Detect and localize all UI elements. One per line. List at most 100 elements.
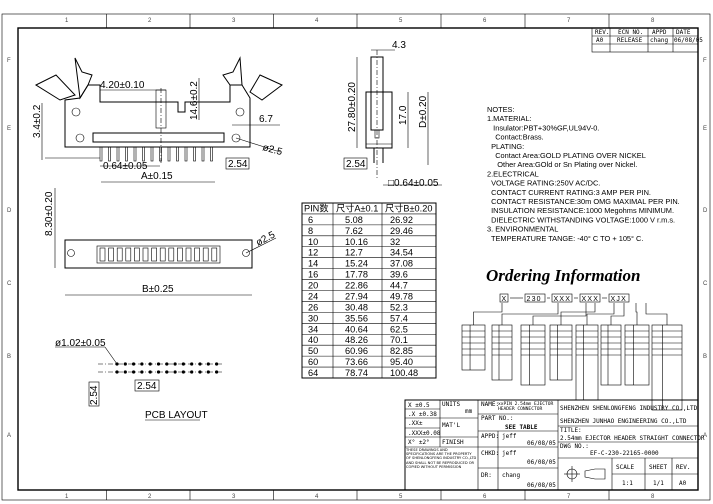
- code-segment: XXX: [554, 296, 572, 303]
- row-marker: C: [703, 281, 708, 287]
- rev-label: REV.: [676, 464, 690, 471]
- pcb-hole: [165, 370, 169, 374]
- pin: [159, 146, 162, 162]
- pin-slot: [125, 247, 132, 262]
- appd-header: APPD: [652, 29, 667, 36]
- table-cell: 78.74: [345, 368, 368, 378]
- pcb-hole: [132, 370, 136, 374]
- dim-0-64-side: □0.64±0.05: [388, 178, 439, 189]
- pin: [193, 146, 196, 162]
- pin-slot: [151, 247, 157, 262]
- row-marker: B: [703, 354, 707, 360]
- row-marker: D: [7, 208, 12, 214]
- dim-8-30: 8.30±0.20: [44, 191, 55, 236]
- dim-14-6: 14.6±0.2: [189, 81, 200, 120]
- pcb-hole: [181, 370, 185, 374]
- dim-0-64: 0.64±0.05: [103, 161, 148, 172]
- column-marker: 7: [567, 494, 571, 500]
- disclaimer: THESE DRAWINGS AND SPECIFICATIONS ARE TH…: [406, 448, 477, 469]
- table-cell: 49.78: [390, 291, 413, 301]
- note-line: DIELECTRIC WITHSTANDING VOLTAGE:1000 V r…: [487, 215, 675, 224]
- leader-line: [473, 303, 503, 318]
- table-cell: 26: [308, 302, 318, 312]
- projection-symbol-icon: [564, 466, 606, 482]
- outer-frame: [1, 13, 711, 501]
- pcb-hole: [206, 362, 210, 366]
- dim-2-54-front: 2.54: [228, 159, 248, 170]
- pin-slot: [99, 247, 106, 262]
- pcb-hole: [132, 362, 136, 366]
- row-marker: A: [703, 433, 707, 439]
- pin: [99, 146, 103, 162]
- part-no-value: SEE TABLE: [505, 424, 538, 431]
- date-value: 06/08/05: [674, 37, 703, 44]
- title-block: X ±0.5 .X ±0.38 .XX± .XXX±0.08 X° ±2° UN…: [404, 399, 705, 491]
- pin: [184, 146, 188, 162]
- table-cell: 5.08: [345, 215, 363, 225]
- pcb-layout-label: PCB LAYOUT: [145, 410, 208, 421]
- part-no-label: PART NO.:: [481, 415, 514, 422]
- pcb-hole: [148, 362, 152, 366]
- table-cell: 60: [308, 357, 318, 367]
- ordering-table: [491, 324, 513, 381]
- units-label: UNITS: [442, 401, 460, 408]
- table-cell: 100.48: [390, 368, 418, 378]
- dim-hole-top: ø2.5: [254, 229, 277, 248]
- code-box: [579, 293, 601, 303]
- table-cell: 52.3: [390, 302, 408, 312]
- pin-slot: [168, 247, 175, 262]
- row-marker: D: [703, 208, 708, 214]
- table-cell: 70.1: [390, 335, 408, 345]
- pin: [116, 146, 120, 162]
- pin: [167, 146, 171, 162]
- table-cell: 39.6: [390, 270, 408, 280]
- pcb-hole: [198, 370, 202, 374]
- table-cell: 30.48: [345, 302, 368, 312]
- note-line: 2.ELECTRICAL: [487, 169, 539, 178]
- table-cell: 73.66: [345, 357, 368, 367]
- pin-slot: [185, 247, 192, 262]
- pin: [133, 146, 137, 162]
- pcb-hole: [181, 362, 185, 366]
- table-cell: 12: [308, 248, 318, 258]
- title-value: 2.54mm EJECTOR HEADER STRAIGHT CONNECTOR: [560, 435, 705, 442]
- date-header: DATE: [676, 29, 691, 36]
- table-cell: 29.46: [390, 226, 413, 236]
- inner-frame: [17, 27, 699, 491]
- row-marker: E: [703, 126, 707, 132]
- dim-d: D±0.20: [418, 95, 429, 128]
- top-view: 8.30±0.20 ø2.5 B±0.25: [44, 188, 277, 296]
- leader-line: [645, 303, 668, 318]
- pcb-hole: [173, 370, 177, 374]
- pcb-layout: ø1.02±0.05 2.54 2.54 PCB LAYOUT: [55, 338, 222, 421]
- column-marker: 2: [148, 494, 152, 500]
- dim-17-0: 17.0: [398, 105, 409, 125]
- pin-slot: [116, 247, 123, 262]
- table-cell: 48.26: [345, 335, 368, 345]
- dim-2-54-pcb-y: 2.54: [89, 385, 100, 405]
- finish-label: FINISH: [442, 439, 464, 446]
- dim-4-3: 4.3: [392, 40, 406, 51]
- dim-4-20: 4.20±0.10: [100, 80, 145, 91]
- column-marker: 8: [651, 494, 655, 500]
- revision-block: REV. ECN NO. APPD DATE A0 RELEASE chang …: [591, 27, 703, 53]
- column-marker: 2: [148, 18, 152, 24]
- dim-hole-1-02: ø1.02±0.05: [55, 338, 106, 349]
- pin-slot: [177, 247, 183, 262]
- column-marker: 4: [315, 18, 319, 24]
- rev-value: A0: [596, 37, 604, 44]
- pcb-hole: [198, 362, 202, 366]
- pin: [201, 146, 205, 162]
- code-segment: X: [502, 296, 508, 303]
- table-cell: 17.78: [345, 270, 368, 280]
- leader-line: [610, 303, 625, 318]
- dr-name: chang: [502, 472, 520, 479]
- pcb-hole: [115, 370, 119, 374]
- scale-value: 1:1: [622, 480, 633, 487]
- table-cell: 12.7: [345, 248, 363, 258]
- table-cell: 34: [308, 324, 318, 334]
- ordering-table: [549, 324, 573, 381]
- table-cell: 7.62: [345, 226, 363, 236]
- dr-date: 06/08/05: [527, 482, 556, 489]
- table-cell: 30: [308, 313, 318, 323]
